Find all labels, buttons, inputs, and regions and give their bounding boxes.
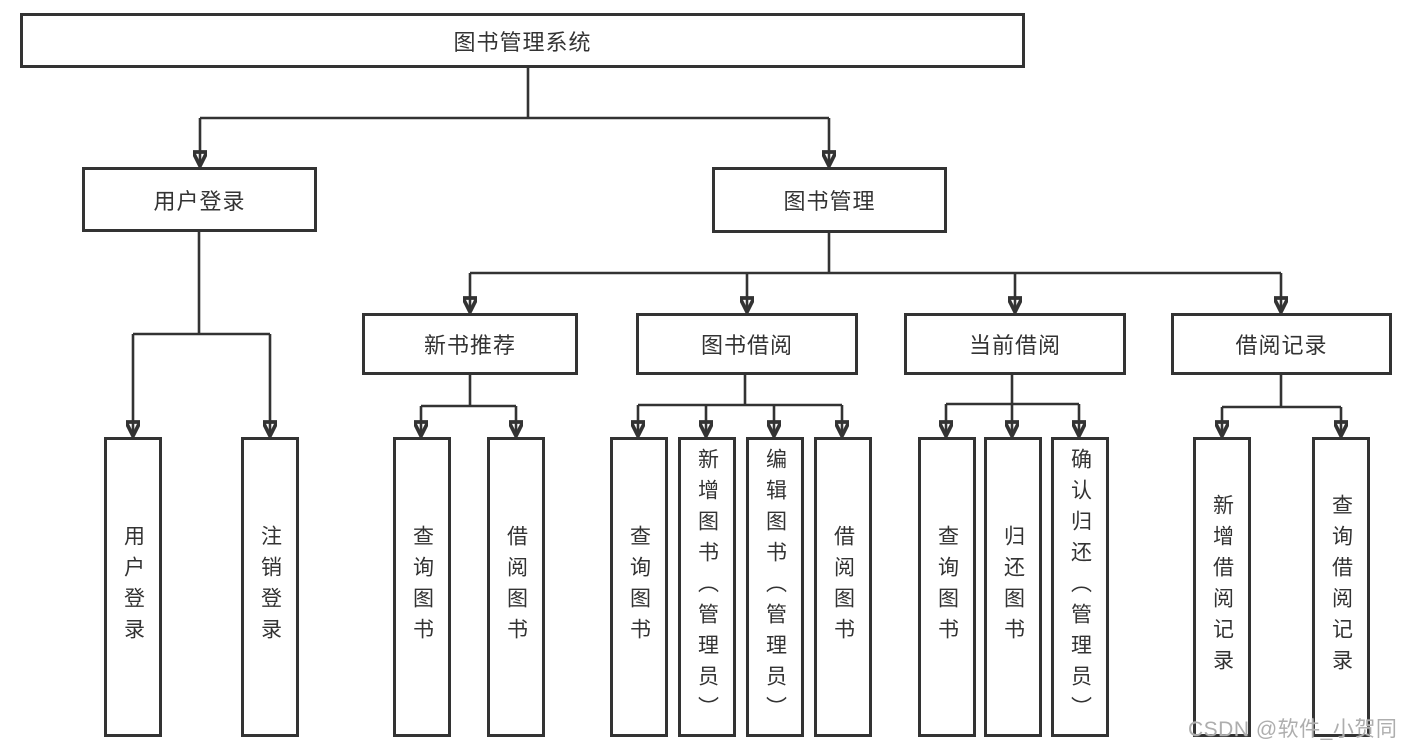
node-query-books-current: 查询图书 (918, 437, 976, 737)
node-borrowing-records: 借阅记录 (1171, 313, 1392, 375)
node-return-book: 归还图书 (984, 437, 1042, 737)
node-book-management: 图书管理 (712, 167, 947, 233)
node-user-login-leaf: 用户登录 (104, 437, 162, 737)
csdn-watermark: CSDN @软件_小贺同学 (1188, 718, 1398, 741)
node-add-book-admin: 新增图书（管理员） (678, 437, 736, 737)
node-label: 确认归还（管理员） (1068, 447, 1092, 727)
node-label: 借阅图书 (504, 525, 528, 649)
node-label: 新增借阅记录 (1210, 494, 1234, 680)
node-label: 查询图书 (410, 525, 434, 649)
node-logout: 注销登录 (241, 437, 299, 737)
node-label: 查询图书 (627, 525, 651, 649)
node-label: 借阅记录 (1235, 333, 1328, 358)
node-query-books-newrec: 查询图书 (393, 437, 451, 737)
node-label: 图书借阅 (700, 333, 793, 358)
node-add-borrow-record: 新增借阅记录 (1193, 437, 1251, 737)
node-borrow-books-newrec: 借阅图书 (487, 437, 545, 737)
node-label: 用户登录 (121, 525, 145, 649)
node-user-login: 用户登录 (82, 167, 317, 232)
node-label: 新书推荐 (423, 333, 516, 358)
node-label: 当前借阅 (968, 333, 1061, 358)
node-label: 图书管理系统 (453, 29, 592, 55)
node-borrow-book: 借阅图书 (814, 437, 872, 737)
node-edit-book-admin: 编辑图书（管理员） (746, 437, 804, 737)
node-label: 注销登录 (258, 525, 282, 649)
node-library-management-system: 图书管理系统 (20, 13, 1025, 68)
node-label: 编辑图书（管理员） (763, 447, 787, 727)
node-label: 借阅图书 (831, 525, 855, 649)
node-label: 归还图书 (1001, 525, 1025, 649)
node-query-books-borrow: 查询图书 (610, 437, 668, 737)
node-query-borrow-record: 查询借阅记录 (1312, 437, 1370, 737)
node-label: 用户登录 (153, 188, 246, 214)
node-label: 图书管理 (783, 189, 876, 214)
node-new-book-recommendation: 新书推荐 (362, 313, 578, 375)
node-book-borrowing: 图书借阅 (636, 313, 858, 375)
node-confirm-return-admin: 确认归还（管理员） (1051, 437, 1109, 737)
node-label: 查询借阅记录 (1329, 494, 1353, 680)
node-current-borrowing: 当前借阅 (904, 313, 1126, 375)
node-label: 查询图书 (935, 525, 959, 649)
node-label: 新增图书（管理员） (695, 447, 719, 727)
